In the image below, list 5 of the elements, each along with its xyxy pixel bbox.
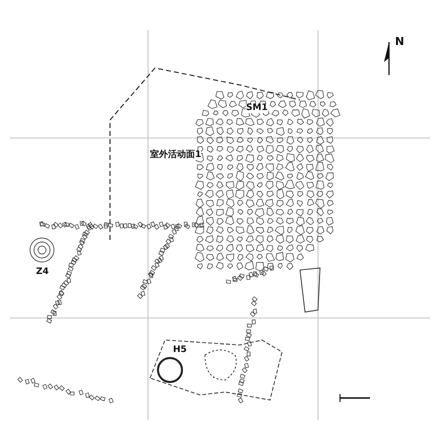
feature-label: H5: [173, 346, 187, 355]
area-label: 室外活动面1: [150, 151, 202, 160]
feature-label: Z4: [36, 268, 49, 277]
compass-letter: N: [395, 36, 404, 47]
feature-label: SM1: [246, 104, 268, 113]
